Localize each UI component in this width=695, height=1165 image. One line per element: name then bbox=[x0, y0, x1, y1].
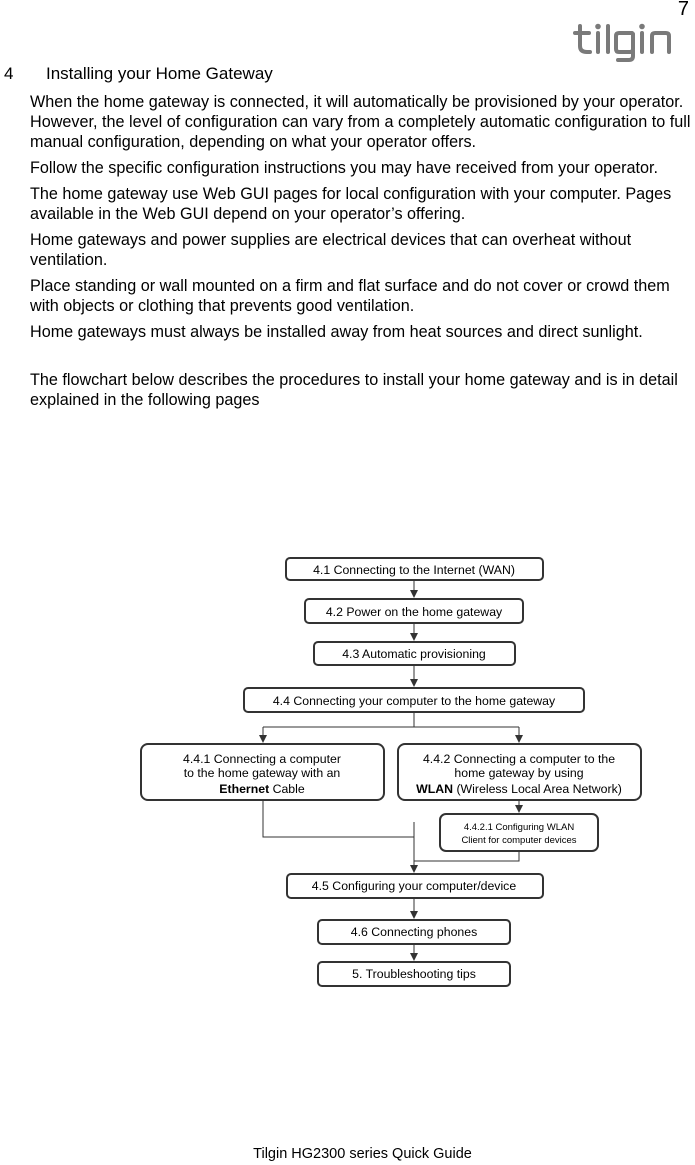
page-number: 7 bbox=[677, 0, 689, 20]
flow-connector bbox=[263, 713, 415, 728]
flow-label-4-4-2-1-line2: Client for computer devices bbox=[461, 835, 576, 846]
section-number: 4 bbox=[4, 64, 14, 83]
flow-label-4-4-2-1-line1: 4.4.2.1 Configuring WLAN bbox=[464, 822, 575, 833]
flow-box-4-4-1 bbox=[140, 743, 385, 801]
body-text: When the home gateway is connected, it w… bbox=[30, 92, 692, 416]
flow-box-4-3 bbox=[313, 641, 516, 666]
flow-label-4-4: 4.4 Connecting your computer to the home… bbox=[273, 694, 556, 708]
flow-box-4-6 bbox=[317, 919, 511, 945]
flow-label-4-1: 4.1 Connecting to the Internet (WAN) bbox=[313, 563, 515, 577]
flow-box-4-4-2 bbox=[397, 743, 642, 801]
section-heading: 4 Installing your Home Gateway bbox=[4, 64, 273, 84]
flow-connector bbox=[414, 852, 520, 862]
paragraph: Home gateways must always be installed a… bbox=[30, 323, 643, 341]
flow-label-4-5: 4.5 Configuring your computer/device bbox=[312, 879, 517, 893]
paragraph: Home gateways and power supplies are ele… bbox=[30, 231, 632, 269]
paragraph: The flowchart below describes the proced… bbox=[30, 371, 678, 409]
paragraph: Follow the specific configuration instru… bbox=[30, 159, 659, 177]
flow-box-4-2 bbox=[304, 598, 524, 624]
installation-flowchart: 4.1 Connecting to the Internet (WAN) 4.2… bbox=[140, 557, 642, 987]
flow-label-4-4-1-line2: to the home gateway with an bbox=[184, 766, 341, 780]
flow-box-4-4 bbox=[243, 687, 585, 713]
footer: Tilgin HG2300 series Quick Guide bbox=[253, 1146, 472, 1162]
flow-box-4-4-2-1 bbox=[439, 813, 599, 852]
paragraph: When the home gateway is connected, it w… bbox=[30, 93, 691, 151]
tilgin-logo: tilgin bbox=[573, 23, 671, 62]
flow-box-4-5 bbox=[286, 873, 544, 899]
section-title: Installing your Home Gateway bbox=[46, 64, 273, 83]
flow-label-4-4-2-line1: 4.4.2 Connecting a computer to the bbox=[423, 752, 615, 766]
flow-box-5 bbox=[317, 961, 511, 987]
flow-label-4-4-2-line2: home gateway by using bbox=[454, 766, 583, 780]
flow-label-4-4-1-line1: 4.4.1 Connecting a computer bbox=[183, 752, 341, 766]
flow-label-4-4-1-line3: Ethernet Cable bbox=[219, 782, 305, 796]
flow-label-4-2: 4.2 Power on the home gateway bbox=[326, 605, 503, 619]
flow-label-4-4-2-line3: WLAN (Wireless Local Area Network) bbox=[416, 782, 622, 796]
flow-label-4-6: 4.6 Connecting phones bbox=[351, 925, 477, 939]
flow-connector bbox=[262, 801, 414, 838]
flow-label-4-3: 4.3 Automatic provisioning bbox=[342, 647, 486, 661]
paragraph: Place standing or wall mounted on a firm… bbox=[30, 277, 670, 315]
paragraph: The home gateway use Web GUI pages for l… bbox=[30, 185, 672, 223]
flow-label-5: 5. Troubleshooting tips bbox=[352, 967, 476, 981]
flow-box-4-1 bbox=[285, 557, 544, 581]
